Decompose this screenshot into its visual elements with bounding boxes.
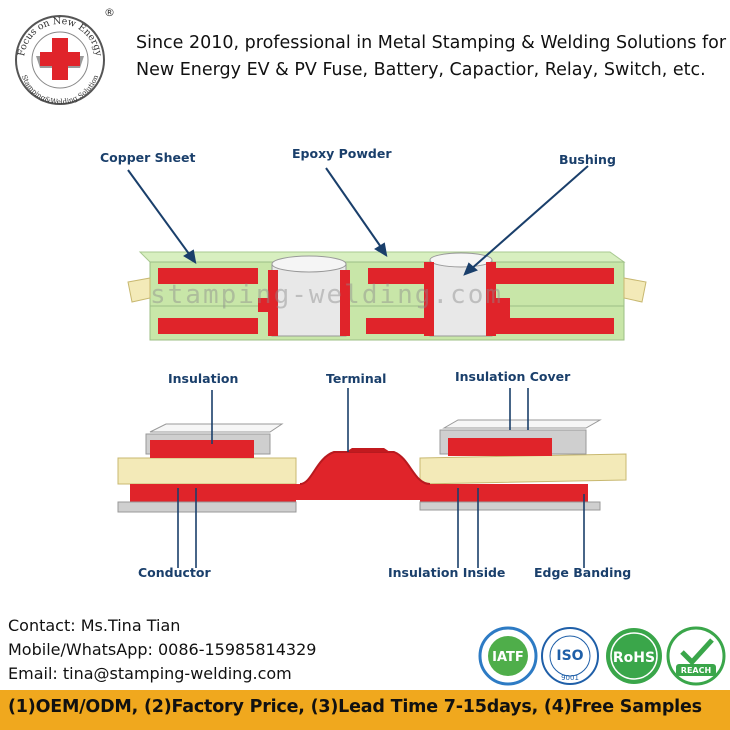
certification-badges: IATF ISO 9001 RoHS REACH <box>478 626 726 686</box>
svg-text:REACH: REACH <box>681 666 711 675</box>
label-edge-banding: Edge Banding <box>534 565 632 580</box>
registered-mark: ® <box>104 6 114 19</box>
top-cross-section <box>127 251 647 341</box>
label-copper-sheet: Copper Sheet <box>100 150 196 165</box>
watermark: stamping-welding.com <box>150 280 504 310</box>
bottom-leader-lines <box>177 388 585 568</box>
promo-text: (1)OEM/ODM, (2)Factory Price, (3)Lead Ti… <box>8 697 702 717</box>
label-insulation-cover: Insulation Cover <box>455 369 571 384</box>
label-bushing: Bushing <box>559 152 616 167</box>
promo-banner: (1)OEM/ODM, (2)Factory Price, (3)Lead Ti… <box>0 690 730 730</box>
contact-phone: Mobile/WhatsApp: 0086-15985814329 <box>8 640 317 659</box>
tagline: Since 2010, professional in Metal Stampi… <box>136 30 726 84</box>
iatf-badge: IATF <box>478 626 538 686</box>
reach-badge: REACH <box>666 626 726 686</box>
rohs-badge: RoHS <box>606 628 662 684</box>
label-conductor: Conductor <box>138 565 211 580</box>
svg-text:IATF: IATF <box>492 650 524 665</box>
iso-badge: ISO 9001 <box>541 627 599 685</box>
contact-email: Email: tina@stamping-welding.com <box>8 664 292 683</box>
diagram-graphic <box>117 165 647 568</box>
contact-name: Contact: Ms.Tina Tian <box>8 616 181 635</box>
footer: Contact: Ms.Tina Tian Mobile/WhatsApp: 0… <box>0 608 730 688</box>
label-terminal: Terminal <box>326 371 387 386</box>
tagline-line-1: Since 2010, professional in Metal Stampi… <box>136 33 727 53</box>
bottom-cross-section <box>117 419 627 513</box>
svg-text:ISO: ISO <box>556 648 583 664</box>
label-insulation: Insulation <box>168 371 239 386</box>
svg-text:9001: 9001 <box>561 674 579 682</box>
svg-text:RoHS: RoHS <box>613 650 655 666</box>
contact-info: Contact: Ms.Tina Tian Mobile/WhatsApp: 0… <box>8 614 316 686</box>
tagline-line-2: New Energy EV & PV Fuse, Battery, Capact… <box>136 60 706 80</box>
top-leader-lines <box>127 165 589 276</box>
busbar-diagram: Copper Sheet Epoxy Powder Bushing Insula… <box>0 112 730 602</box>
label-insulation-inside: Insulation Inside <box>388 565 506 580</box>
header: Focus on New Energy Stamping&Welding Sol… <box>0 0 730 110</box>
label-epoxy-powder: Epoxy Powder <box>292 146 392 161</box>
company-logo: Focus on New Energy Stamping&Welding Sol… <box>15 6 114 106</box>
